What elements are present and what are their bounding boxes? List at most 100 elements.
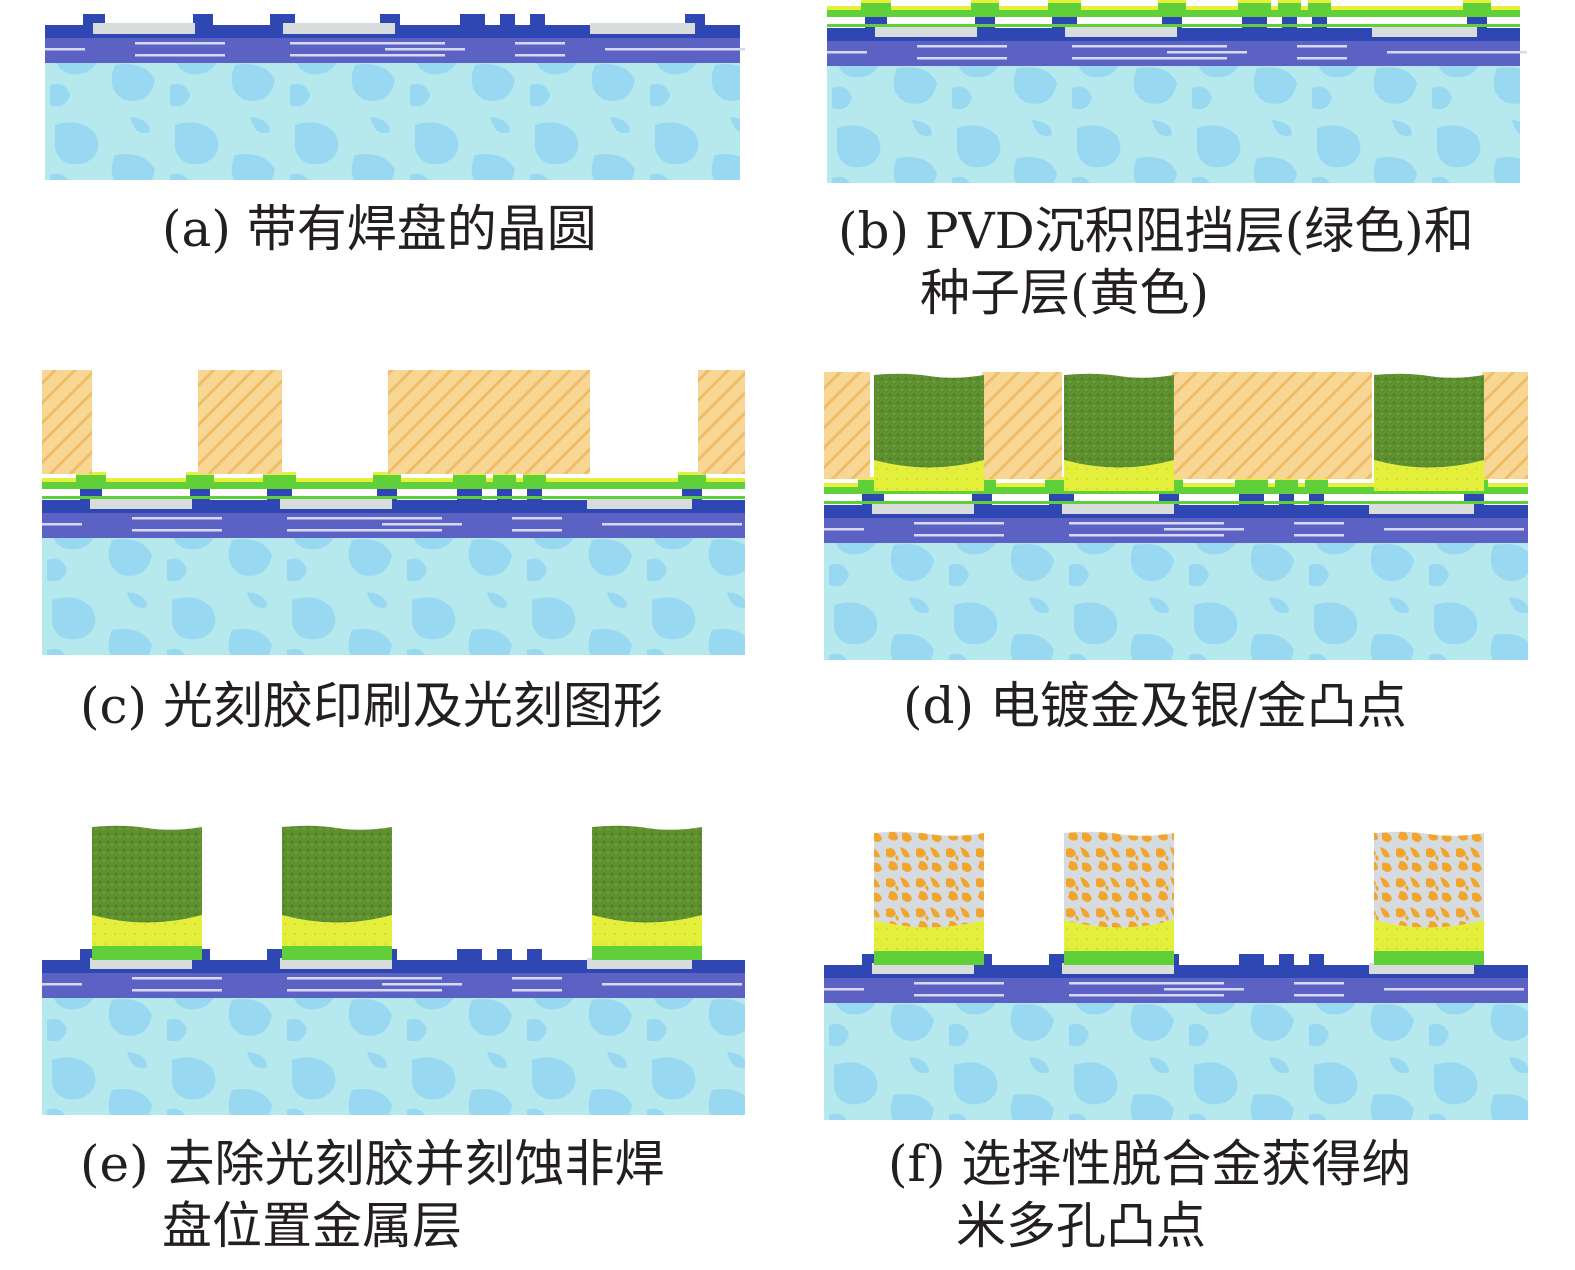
barrier-layer [827,9,1520,17]
passivation-step [497,949,512,961]
caption-d: (d) 电镀金及银/金凸点 [903,675,1407,737]
metal-trace [132,977,222,980]
metal-trace [45,48,85,51]
passivation-step [193,14,213,26]
seed-step [373,472,401,475]
bond-pad [90,498,192,509]
panel-f [824,831,1528,1120]
metal-trace [42,523,82,526]
metal-trace [287,517,442,520]
metal-trace [1294,534,1344,537]
photoresist-block [388,370,590,474]
metal-trace [1297,57,1347,60]
metal-trace [1072,45,1227,48]
bond-pad [90,958,192,969]
metal-trace [1294,522,1344,525]
caption-line: (c) 光刻胶印刷及光刻图形 [80,677,663,735]
passivation-layer [824,965,1528,978]
bond-pad [1372,26,1477,37]
metal-trace [135,54,225,57]
barrier-step [1045,479,1078,487]
panel-c [42,370,745,655]
seed-step [678,472,706,475]
caption-f: (f) 选择性脱合金获得纳米多孔凸点 [888,1133,1411,1257]
passivation-step [1239,494,1264,506]
photoresist-block [982,372,1062,479]
metal-trace [290,54,445,57]
silicon-substrate [45,63,740,180]
passivation-layer [824,505,1528,518]
metal-trace [1069,994,1224,997]
barrier-step [1463,2,1491,10]
silicon-substrate [824,1003,1528,1120]
gold-bump-top [874,373,984,468]
metal-trace [512,989,562,992]
gold-bump-top [592,825,702,923]
barrier-layer [824,486,1528,494]
photoresist-block [1482,372,1528,479]
barrier-step [861,2,891,10]
metal-trace [827,51,867,54]
passivation-step [457,489,482,501]
passivation-step [1279,954,1294,966]
passivation-step [527,489,542,501]
caption-line: (e) 去除光刻胶并刻蚀非焊 [80,1135,665,1193]
bond-pad [872,963,974,974]
metal-trace [1167,51,1247,54]
metal-trace [1297,45,1347,48]
passivation-step [497,489,512,501]
silver-gold-bump-base [1064,460,1174,491]
silver-gold-bump-base [1374,460,1484,491]
metal-trace [287,989,442,992]
metal-trace [512,517,562,520]
barrier-under-bump [592,946,702,960]
caption-e: (e) 去除光刻胶并刻蚀非焊盘位置金属层 [80,1133,665,1257]
passivation-step [1309,954,1324,966]
barrier-step [373,474,401,482]
barrier-under-bump [874,951,984,965]
bond-pad [872,503,974,514]
metal-trace [290,42,445,45]
barrier-step [1305,479,1328,487]
bond-pad [1369,503,1474,514]
nanoporous-bump-top [874,831,984,928]
metal-trace [135,42,225,45]
barrier-step [1158,2,1186,10]
metal-trace [1384,988,1524,991]
silicon-substrate [42,998,745,1115]
passivation-step [460,14,485,26]
silver-gold-bump-base [282,915,392,946]
metal-trace [1294,994,1344,997]
metal-trace [1069,534,1224,537]
metal-trace [382,523,462,526]
passivation-step [972,494,992,506]
barrier-step [971,2,999,10]
metal-trace [1384,528,1524,531]
metal-trace [287,977,442,980]
metal-trace [1387,51,1527,54]
bond-pad [875,26,977,37]
silicon-substrate [42,538,745,655]
seed-step [1158,0,1186,3]
barrier-under-bump [1374,951,1484,965]
bond-pad [1369,963,1474,974]
photoresist-block [698,370,745,474]
photoresist-block [198,370,282,474]
seed-step [1048,0,1081,3]
barrier-step [1278,2,1301,10]
metal-trace [1072,57,1227,60]
metal-trace [824,988,864,991]
caption-line: 盘位置金属层 [162,1197,462,1255]
metal-trace [385,48,465,51]
metal-trace [132,989,222,992]
silicon-substrate [827,66,1520,183]
barrier-layer [42,496,745,499]
passivation-step [457,949,482,961]
bond-pad [1065,26,1177,37]
seed-step [861,0,891,3]
caption-line: (a) 带有焊盘的晶圆 [162,200,597,258]
passivation-step [190,489,210,501]
bond-pad [590,23,695,34]
barrier-layer [42,481,745,489]
